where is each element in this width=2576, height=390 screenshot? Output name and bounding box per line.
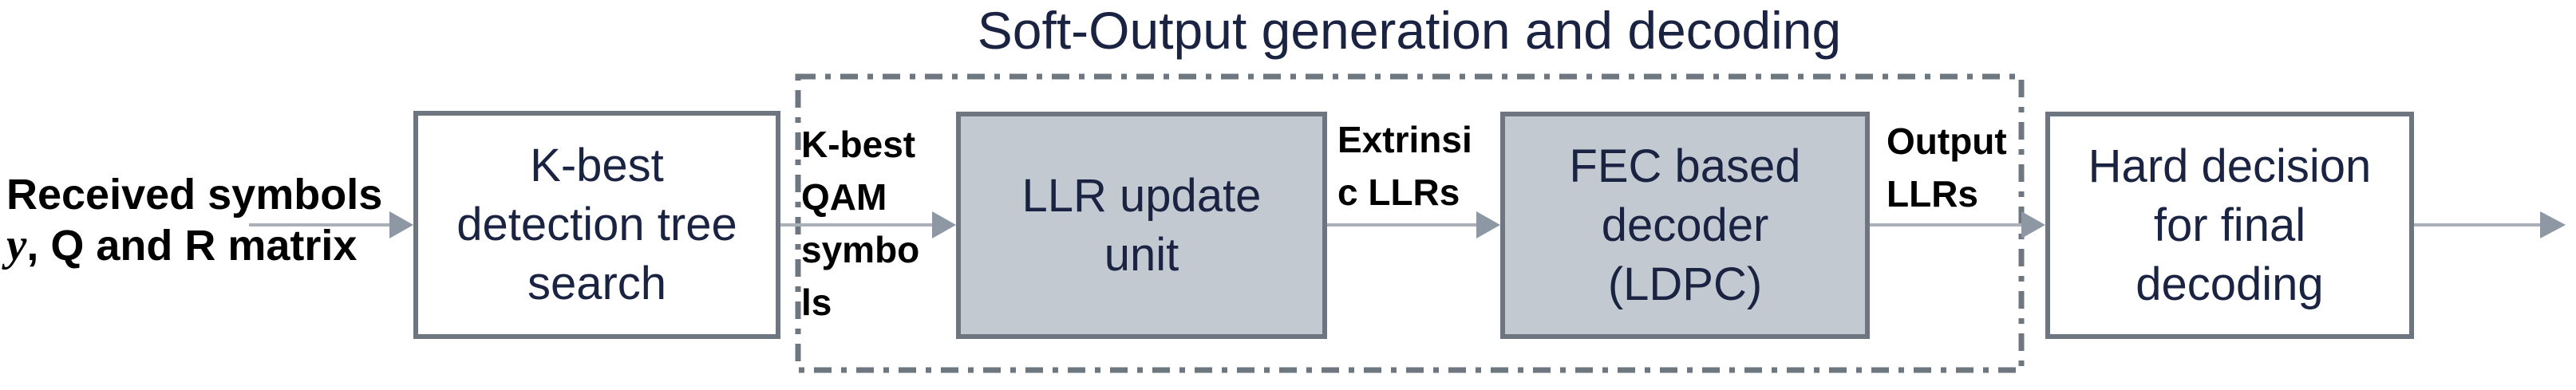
flow-label-output-llrs: Output LLRs [1887, 120, 2007, 215]
flow-label-extrinsic-llrs: Extrinsi c LLRs [1337, 119, 1472, 213]
block-fec-based-decoder-ldpc: FEC based decoder (LDPC) [1500, 112, 1870, 339]
input-label-line2-rest: , Q and R matrix [26, 222, 358, 270]
block-hard-label: Hard decision for final decoding [2088, 140, 2372, 310]
arrow-output [2414, 211, 2566, 238]
block-llr-label: LLR update unit [1021, 169, 1262, 281]
input-label-line1: Received symbols [6, 171, 383, 219]
arrow-kbest-to-llr [780, 211, 956, 238]
input-label: Received symbols y, Q and R matrix [6, 169, 421, 271]
input-symbol-y: y [6, 220, 27, 270]
flow-label-kbest-qam-symbols: K-best QAM symbo ls [801, 124, 920, 323]
block-fec-label: FEC based decoder (LDPC) [1569, 140, 1801, 310]
block-hard-decision-final-decoding: Hard decision for final decoding [2045, 112, 2414, 339]
block-llr-update-unit: LLR update unit [956, 112, 1327, 339]
arrow-llr-to-fec [1327, 211, 1500, 238]
block-kbest-label: K-best detection tree search [456, 140, 737, 309]
input-label-line2: y, Q and R matrix [6, 220, 421, 271]
arrow-input [249, 211, 413, 238]
diagram-title: Soft-Output generation and decoding [977, 1, 1842, 60]
block-kbest-detection-tree-search: K-best detection tree search [413, 111, 780, 339]
arrow-fec-to-hard [1870, 211, 2045, 238]
